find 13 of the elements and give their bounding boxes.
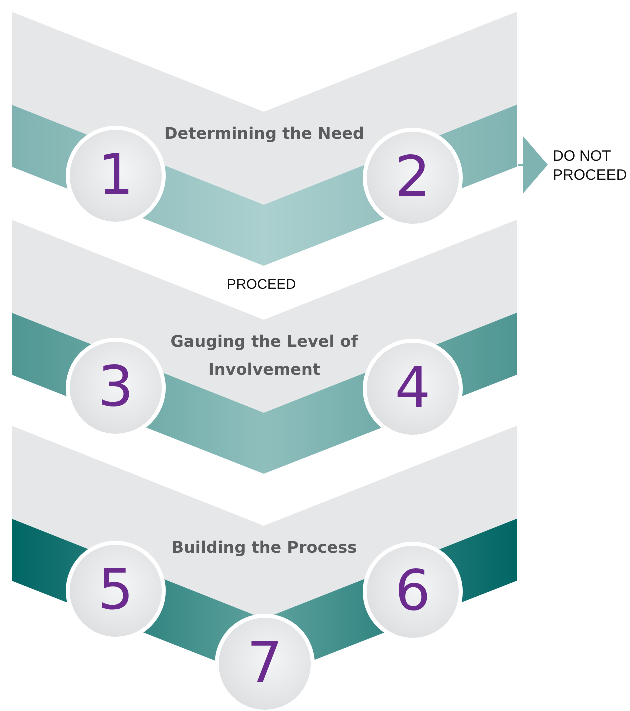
step-heading: Gauging the Level of Involvement (170, 331, 360, 381)
step-number: 3 (98, 360, 134, 416)
step-number: 6 (395, 564, 431, 620)
outcome-text: DO NOT PROCEED (553, 147, 630, 185)
step-number: 4 (395, 361, 431, 417)
step-number: 1 (98, 148, 134, 204)
arrow (518, 136, 548, 194)
flow-label: PROCEED (227, 275, 298, 294)
step-number: 7 (247, 636, 283, 692)
step-heading: Determining the Need (164, 123, 366, 145)
step-number: 2 (395, 150, 431, 206)
step-heading: Building the Process (170, 537, 358, 559)
step-number: 5 (98, 563, 134, 619)
